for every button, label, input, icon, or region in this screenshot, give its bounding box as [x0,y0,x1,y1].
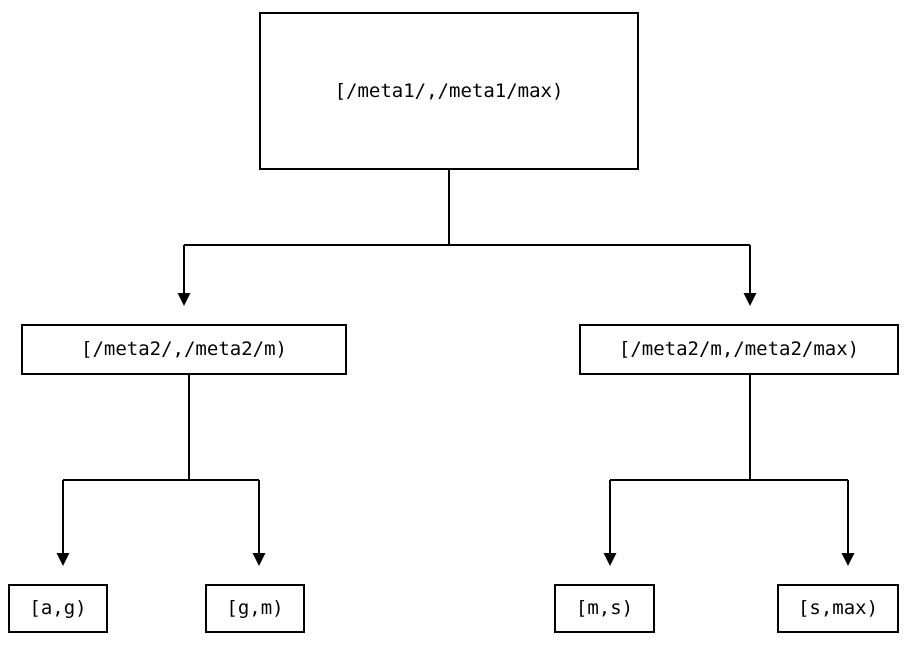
arrowhead-mid-right [743,293,757,306]
node-mid-left[interactable]: [/meta2/,/meta2/m) [21,324,347,375]
node-root[interactable]: [/meta1/,/meta1/max) [259,12,639,170]
arrowhead-leaf-s-max [841,553,855,566]
arrowhead-mid-left [177,293,191,306]
node-mid-right[interactable]: [/meta2/m,/meta2/max) [579,324,899,375]
node-leaf-m-s[interactable]: [m,s) [554,584,655,633]
arrowhead-leaf-m-s [603,553,617,566]
arrowhead-leaf-g-m [252,553,266,566]
node-root-label: [/meta1/,/meta1/max) [334,79,564,102]
node-mid-left-label: [/meta2/,/meta2/m) [81,338,287,360]
node-leaf-a-g-label: [a,g) [29,597,87,619]
node-leaf-m-s-label: [m,s) [575,597,634,619]
node-leaf-s-max[interactable]: [s,max) [777,584,899,633]
node-mid-right-label: [/meta2/m,/meta2/max) [618,338,860,360]
node-leaf-s-max-label: [s,max) [797,597,879,619]
node-leaf-a-g[interactable]: [a,g) [8,584,108,633]
arrowhead-leaf-a-g [56,553,70,566]
node-leaf-g-m-label: [g,m) [226,597,284,619]
node-leaf-g-m[interactable]: [g,m) [205,584,305,633]
